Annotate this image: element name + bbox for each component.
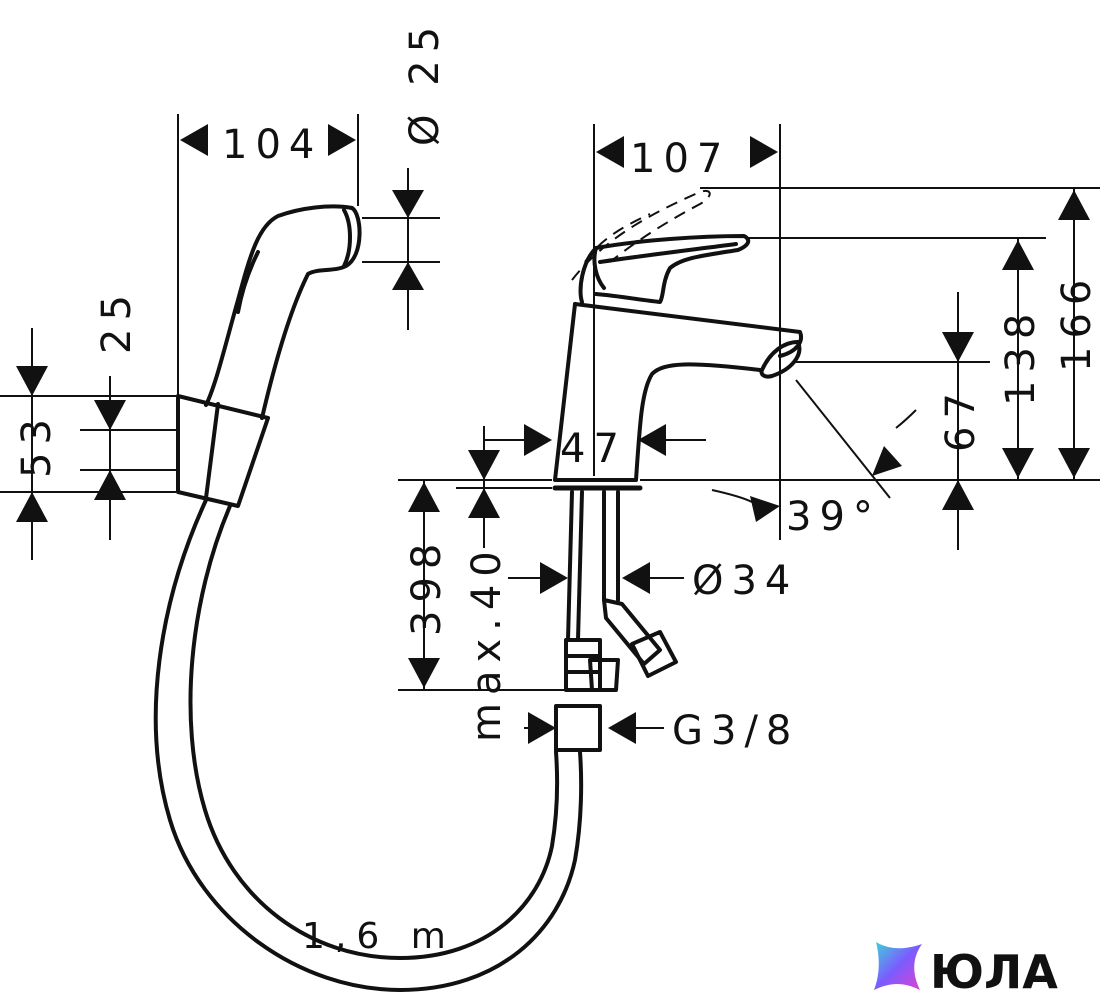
dim-spout-reach: 107 (630, 136, 730, 182)
dimension-lines (0, 114, 1100, 744)
mixer-tap (552, 190, 803, 752)
dim-hole-diameter: Ø34 (692, 558, 798, 604)
dim-hose-length: 1,6 m (302, 916, 456, 957)
hose (153, 498, 584, 992)
logo-text: ЮЛА (930, 945, 1058, 999)
logo-star-icon (874, 942, 922, 990)
dimension-labels: 104 Ø 25 25 53 107 47 166 138 67 39° 398… (14, 19, 1100, 957)
logo: ЮЛА (874, 942, 1058, 999)
dim-connection: G3/8 (672, 708, 799, 754)
dim-lever-height: 138 (998, 306, 1044, 406)
dim-max-thickness: max.40 (464, 543, 510, 742)
wall-holder (176, 394, 270, 508)
dim-body-width: 47 (560, 426, 627, 472)
dim-shower-head-diameter: Ø 25 (402, 19, 448, 146)
dim-holder-height-inner: 25 (94, 287, 140, 354)
dim-holder-height-outer: 53 (14, 411, 60, 478)
hand-shower (204, 204, 362, 420)
dim-shower-width: 104 (222, 122, 322, 168)
dim-angle: 39° (786, 494, 881, 540)
dim-hose-length-below: 398 (404, 536, 450, 636)
dim-lever-dash-height: 166 (1054, 272, 1100, 372)
dim-spout-height: 67 (938, 385, 984, 452)
